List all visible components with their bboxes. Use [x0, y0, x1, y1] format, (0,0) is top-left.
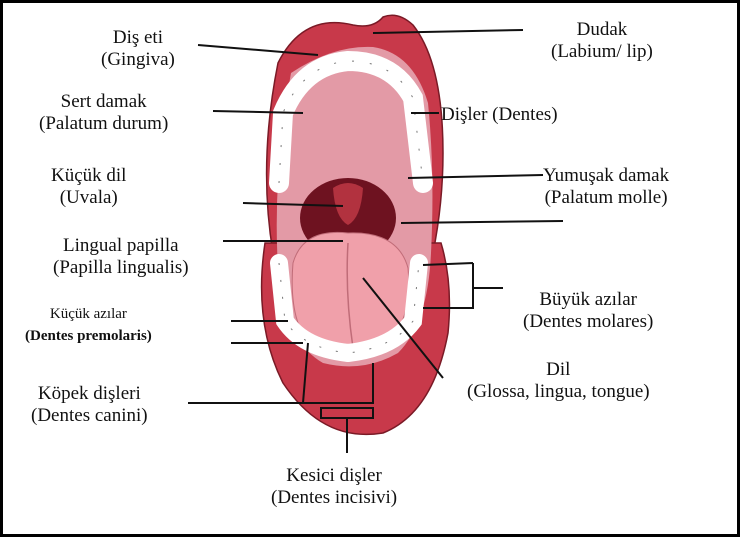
label-palatum-molle: Yumuşak damak (Palatum molle) [543, 165, 669, 209]
label-papilla: Lingual papilla (Papilla lingualis) [53, 235, 189, 279]
label-lingua: Dil (Glossa, lingua, tongue) [467, 359, 650, 403]
label-labium: Dudak (Labium/ lip) [551, 19, 653, 63]
label-uvula: Küçük dil (Uvala) [51, 165, 126, 209]
label-palatum-durum: Sert damak (Palatum durum) [39, 91, 168, 135]
label-incisivi: Kesici dişler (Dentes incisivi) [271, 465, 397, 509]
label-gingiva: Diş eti (Gingiva) [101, 27, 175, 71]
label-dentes: Dişler (Dentes) [441, 104, 558, 126]
label-premolares: Küçük azılar (Dentes premolaris) [25, 303, 152, 347]
label-molares: Büyük azılar (Dentes molares) [523, 289, 653, 333]
label-canini: Köpek dişleri (Dentes canini) [31, 383, 148, 427]
